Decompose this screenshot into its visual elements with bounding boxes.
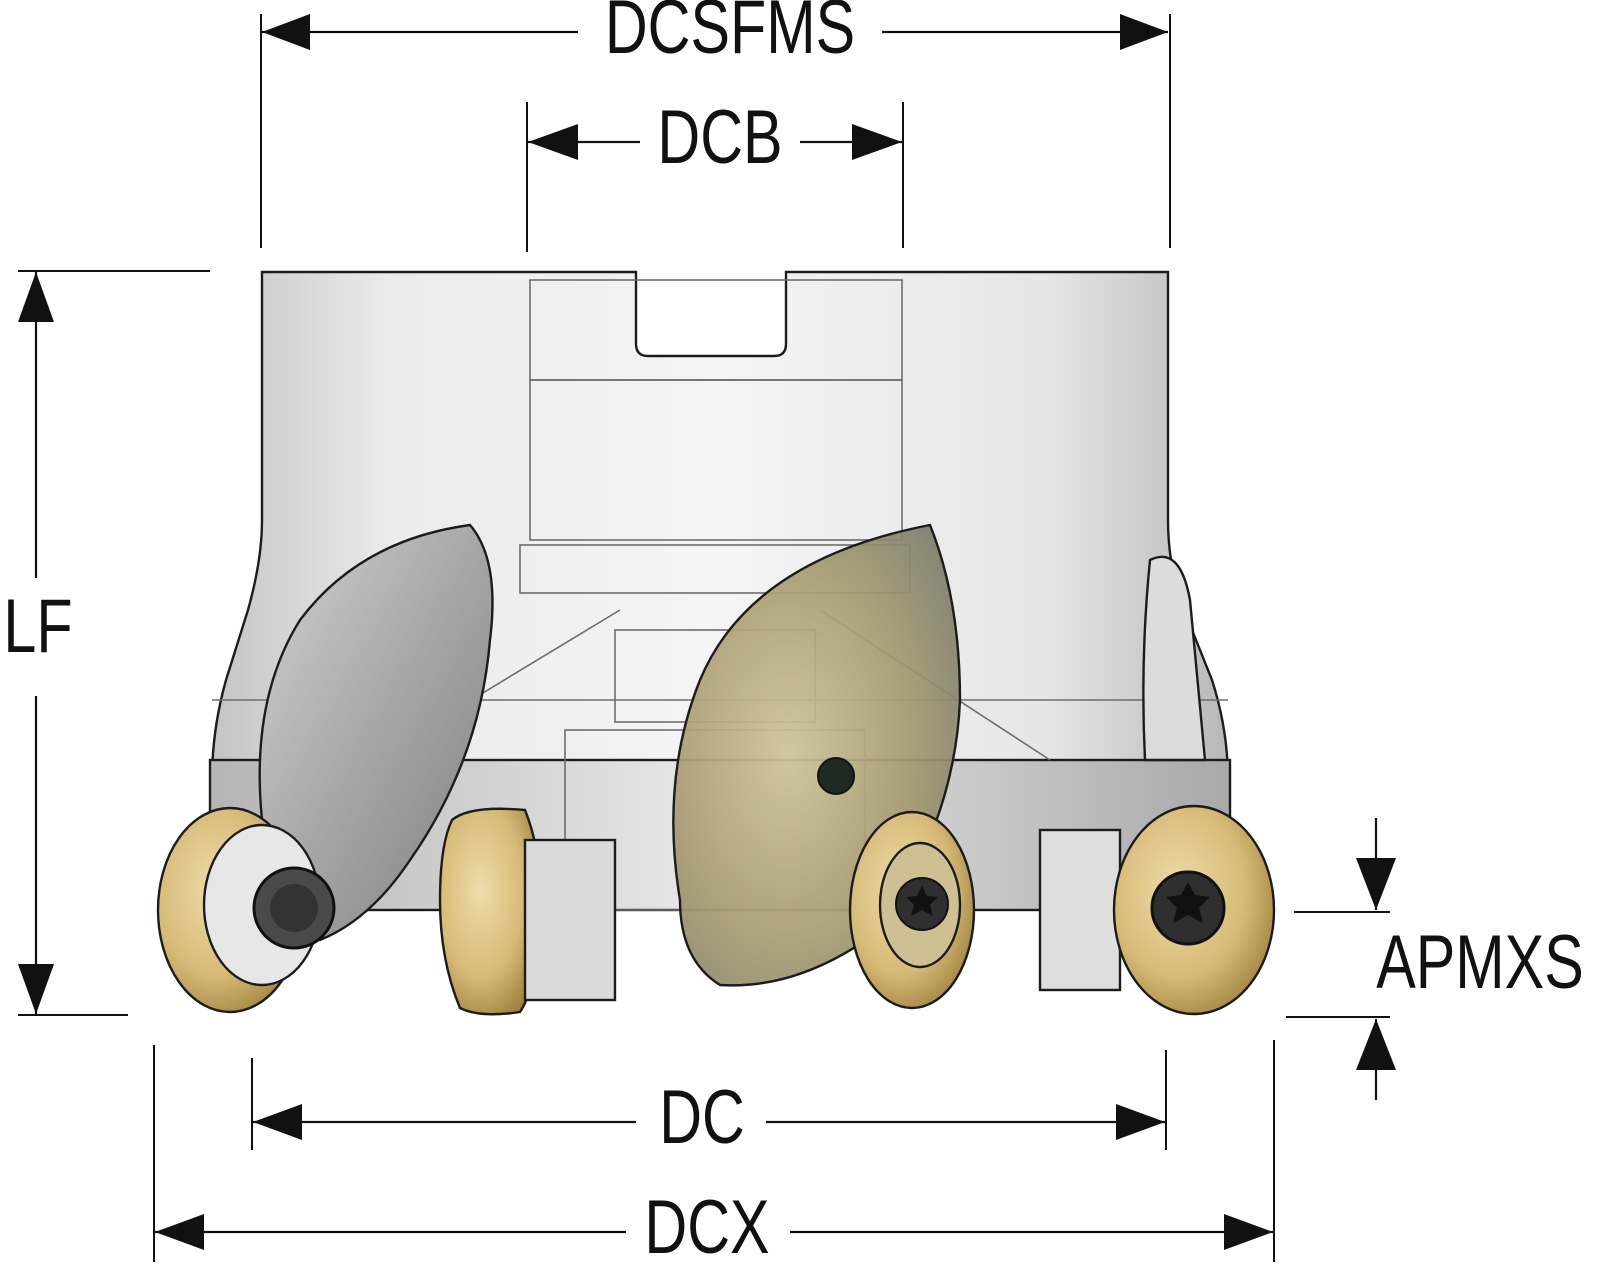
extension-lines bbox=[18, 14, 1390, 1262]
dcsfms-label: DCSFMS bbox=[605, 0, 855, 70]
lf-label: LF bbox=[3, 584, 72, 669]
insert-center-right bbox=[848, 810, 1122, 1010]
insert-left-center bbox=[438, 807, 617, 1016]
coolant-hole bbox=[817, 757, 855, 795]
dimension-dcb: DCB bbox=[528, 95, 902, 180]
dc-label: DC bbox=[659, 1075, 745, 1160]
apmxs-label: APMXS bbox=[1376, 920, 1583, 1005]
insert-far-right bbox=[1112, 804, 1276, 1016]
dcx-label: DCX bbox=[644, 1185, 769, 1264]
dimension-lf: LF bbox=[3, 272, 73, 1014]
insert-far-left bbox=[156, 806, 336, 1014]
dimension-dcsfms: DCSFMS bbox=[262, 0, 1168, 70]
dimension-apmxs: APMXS bbox=[1356, 818, 1584, 1100]
chip-flute-left bbox=[258, 523, 494, 942]
dcb-label: DCB bbox=[657, 95, 782, 180]
dimension-dc: DC bbox=[253, 1075, 1165, 1160]
dimension-dcx: DCX bbox=[155, 1185, 1273, 1264]
